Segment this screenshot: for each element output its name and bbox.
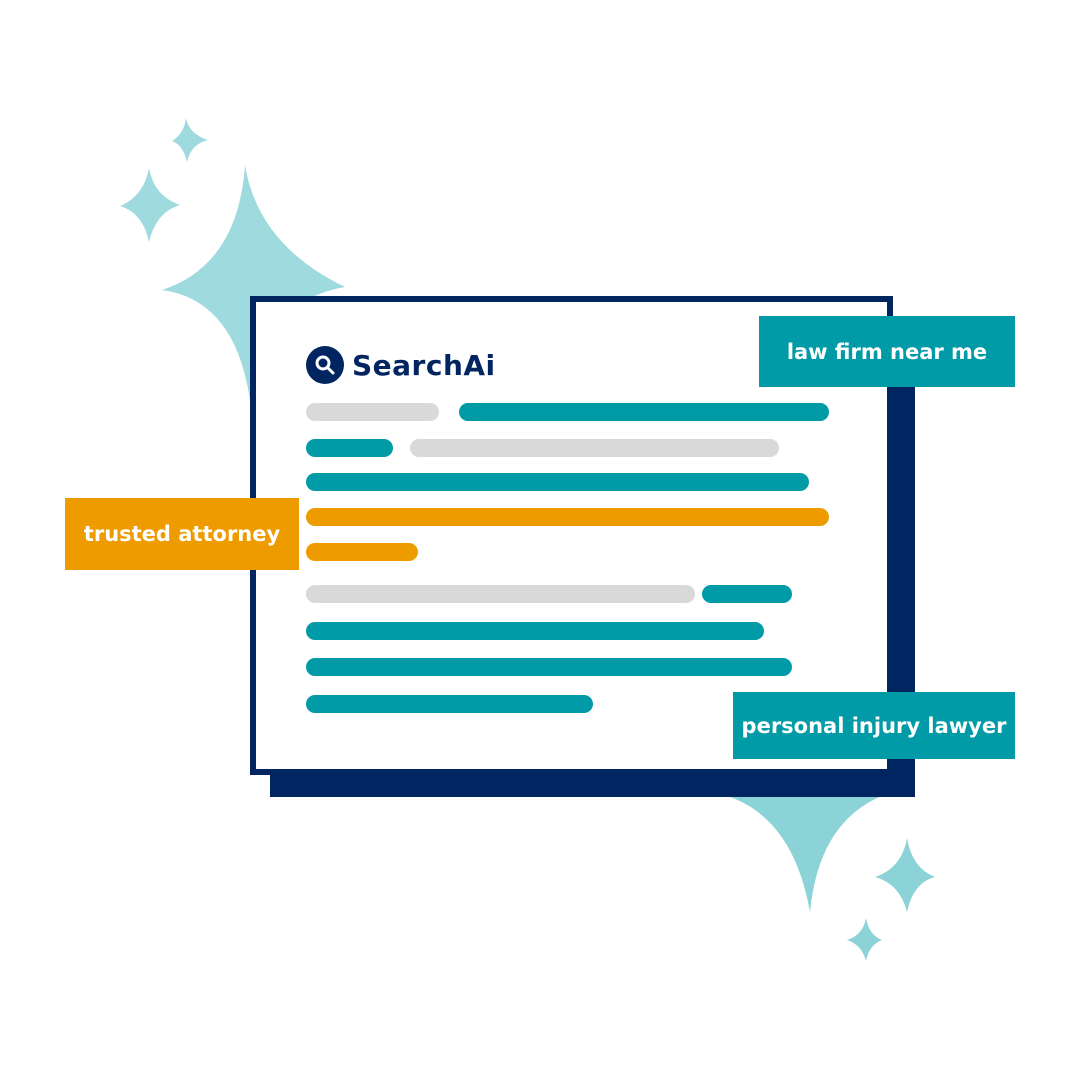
result-link-line[interactable] — [459, 403, 829, 421]
brand-name: SearchAi — [352, 348, 496, 382]
placeholder-line — [306, 403, 439, 421]
highlighted-line[interactable] — [306, 543, 418, 561]
placeholder-line — [410, 439, 779, 457]
search-icon — [306, 346, 344, 384]
sparkle-icon — [162, 165, 345, 400]
result-link-line[interactable] — [306, 695, 593, 713]
keyword-tag-law-firm: law firm near me — [759, 316, 1015, 387]
sparkle-icon — [875, 838, 935, 912]
highlighted-line[interactable] — [306, 508, 829, 526]
sparkle-icon — [700, 790, 900, 912]
brand-logo: SearchAi — [306, 346, 496, 384]
keyword-tag-trusted-attorney: trusted attorney — [65, 498, 299, 570]
result-link-line[interactable] — [306, 473, 809, 491]
result-link-line[interactable] — [306, 622, 764, 640]
result-link-line[interactable] — [702, 585, 792, 603]
keyword-tag-personal-injury: personal injury lawyer — [733, 692, 1015, 759]
sparkle-icon — [172, 118, 208, 162]
sparkle-icon — [847, 918, 882, 961]
sparkle-icon — [120, 168, 180, 242]
placeholder-line — [306, 585, 695, 603]
result-link-line[interactable] — [306, 658, 792, 676]
result-link-line[interactable] — [306, 439, 393, 457]
